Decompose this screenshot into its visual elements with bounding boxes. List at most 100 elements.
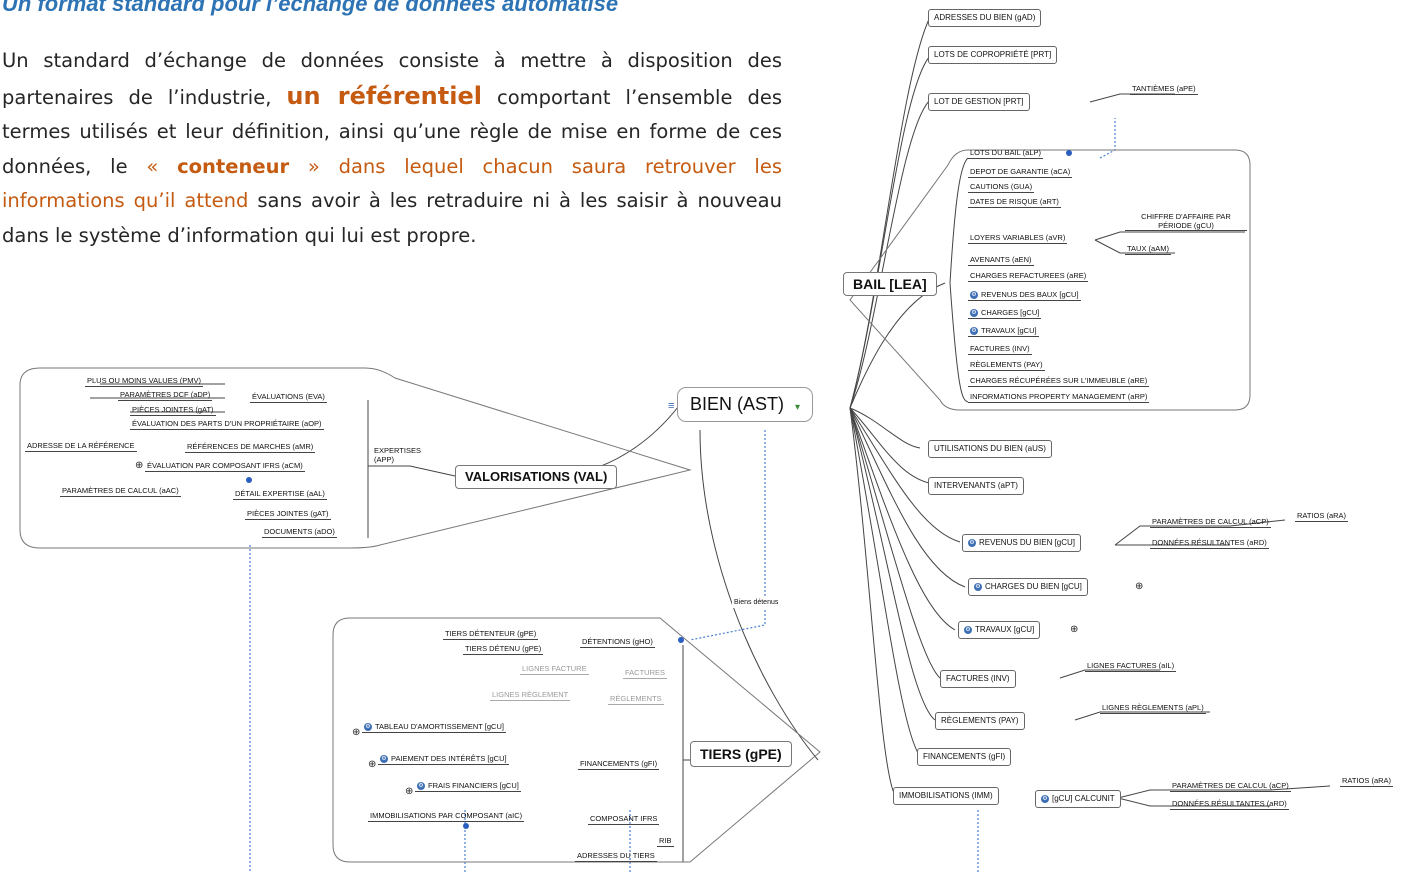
gear-icon: ⚙ xyxy=(970,291,978,300)
intro-text-2: comportant l’ensemble des termes utilisé… xyxy=(2,85,783,178)
chevron-down-icon[interactable]: ▾ xyxy=(795,402,801,413)
bail-item[interactable]: LOYERS VARIABLES (aVR) xyxy=(968,233,1068,244)
val-item-docs[interactable]: DOCUMENTS (aDO) xyxy=(262,527,337,538)
val-item-parts[interactable]: ÉVALUATION DES PARTS D'UN PROPRIÉTAIRE (… xyxy=(130,419,324,430)
val-item-adresse-ref[interactable]: ADRESSE DE LA RÉFÉRENCE xyxy=(25,441,137,452)
node-bail[interactable]: BAIL [LEA] xyxy=(843,272,937,296)
node-calc-params[interactable]: PARAMÈTRES DE CALCUL (aCP) xyxy=(1170,781,1291,792)
tiers-item-tableau[interactable]: ⚙TABLEAU D'AMORTISSEMENT [gCU] xyxy=(362,721,506,733)
val-item-detail[interactable]: DÉTAIL EXPERTISE (aAL) xyxy=(233,489,327,500)
tiers-item-paiement[interactable]: ⚙PAIEMENT DES INTÉRÊTS [gCU] xyxy=(378,753,509,765)
highlight-referentiel: un référentiel xyxy=(286,81,482,110)
tiers-item-detenu[interactable]: TIERS DÉTENU (gPE) xyxy=(463,644,544,655)
node-expertises[interactable]: EXPERTISES (APP) xyxy=(374,446,421,464)
node-calcunit[interactable]: ⚙[gCU] CALCUNIT xyxy=(1035,790,1121,808)
node-tiers[interactable]: TIERS (gPE) xyxy=(690,741,792,767)
bail-item[interactable]: CHARGES RÉCUPÉRÉES SUR L'IMMEUBLE (aRE) xyxy=(968,376,1150,387)
node-calc-ratios[interactable]: RATIOS (aRA) xyxy=(1340,776,1394,787)
link-dot-icon xyxy=(1066,150,1072,156)
node-tantiemes[interactable]: TANTIÈMES (aPE) xyxy=(1130,84,1198,95)
node-revenus-ratios[interactable]: RATIOS (aRA) xyxy=(1295,511,1349,522)
gear-icon: ⚙ xyxy=(964,625,972,634)
tiers-item-composant[interactable]: COMPOSANT IFRS xyxy=(588,814,660,825)
bail-item[interactable]: AVENANTS (aEN) xyxy=(968,255,1034,266)
intro-paragraph: Un standard d’échange de données consist… xyxy=(2,44,782,253)
bail-loyers-child[interactable]: CHIFFRE D'AFFAIRE PAR PÉRIODE (gCU) xyxy=(1125,212,1247,231)
intro-text-3: sans avoir à les retraduire ni à les sai… xyxy=(2,189,782,247)
tiers-item-frais[interactable]: ⚙FRAIS FINANCIERS [gCU] xyxy=(415,780,521,792)
node-travaux[interactable]: ⚙TRAVAUX [gCU] xyxy=(958,621,1041,639)
bail-item[interactable]: ⚙TRAVAUX [gCU] xyxy=(968,325,1039,337)
section-title: Un format standard pour l’échange de don… xyxy=(2,0,619,16)
bail-item[interactable]: ⚙CHARGES [gCU] xyxy=(968,307,1042,319)
gear-icon: ⚙ xyxy=(380,755,388,764)
node-valorisations[interactable]: VALORISATIONS (VAL) xyxy=(455,465,618,489)
node-revenus-params[interactable]: PARAMÈTRES DE CALCUL (aCP) xyxy=(1150,517,1271,528)
tiers-item-lignes-facture[interactable]: LIGNES FACTURE xyxy=(520,664,589,675)
expand-icon[interactable]: ⊕ xyxy=(1135,581,1144,592)
link-label-biens-detenus: Biens détenus xyxy=(732,597,781,608)
intro-text-1: Un standard d’échange de données consist… xyxy=(2,49,782,109)
node-lignes-reglements[interactable]: LIGNES RÈGLEMENTS (aPL) xyxy=(1100,703,1206,714)
gear-icon: ⚙ xyxy=(968,538,976,547)
node-revenus-donnees[interactable]: DONNÉES RÉSULTANTES (aRD) xyxy=(1150,538,1269,549)
bail-item[interactable]: DATES DE RISQUE (aRT) xyxy=(968,197,1061,208)
bail-item[interactable]: FACTURES (INV) xyxy=(968,344,1032,355)
node-charges-du-bien[interactable]: ⚙CHARGES DU BIEN [gCU] xyxy=(968,578,1088,596)
node-intervenants[interactable]: INTERVENANTS (aPT) xyxy=(928,477,1024,495)
highlight-attend: dans lequel chacun saura retrouver les i… xyxy=(2,154,783,213)
val-item-pmv[interactable]: PLUS OU MOINS VALUES (PMV) xyxy=(85,376,204,387)
bail-loyers-child[interactable]: TAUX (aAM) xyxy=(1125,244,1171,255)
expand-icon[interactable]: ⊕ xyxy=(1070,624,1079,635)
expand-icon[interactable]: ⊕ xyxy=(135,460,144,471)
node-utilisations[interactable]: UTILISATIONS DU BIEN (aUS) xyxy=(928,440,1052,458)
bail-item[interactable]: LOTS DU BAIL (aLP) xyxy=(968,148,1043,159)
val-item-pj2[interactable]: PIÈCES JOINTES (gAT) xyxy=(245,509,331,520)
val-item-refs[interactable]: RÉFÉRENCES DE MARCHES (aMR) xyxy=(185,442,316,453)
val-item-dcf[interactable]: PARAMÈTRES DCF (aDP) xyxy=(118,390,213,401)
tiers-item-immob-comp[interactable]: IMMOBILISATIONS PAR COMPOSANT (aIC) xyxy=(368,811,525,822)
link-dot-icon xyxy=(246,477,252,483)
val-item-eva[interactable]: ÉVALUATIONS (EVA) xyxy=(250,392,327,403)
node-factures[interactable]: FACTURES (INV) xyxy=(940,670,1016,688)
gear-icon: ⚙ xyxy=(364,723,372,732)
tiers-item-financements[interactable]: FINANCEMENTS (gFI) xyxy=(578,759,660,770)
link-dot-icon xyxy=(678,637,684,643)
tiers-item-adresses[interactable]: ADRESSES DU TIERS xyxy=(575,851,657,862)
node-adresses-du-bien[interactable]: ADRESSES DU BIEN (gAD) xyxy=(928,9,1042,27)
bail-item[interactable]: RÈGLEMENTS (PAY) xyxy=(968,360,1045,371)
expand-icon[interactable]: ⊕ xyxy=(352,727,361,738)
tiers-item-rib[interactable]: RIB xyxy=(657,836,674,847)
expand-icon[interactable]: ⊕ xyxy=(368,759,377,770)
node-reglements[interactable]: RÈGLEMENTS (PAY) xyxy=(935,712,1025,730)
bail-item[interactable]: INFORMATIONS PROPERTY MANAGEMENT (aRP) xyxy=(968,392,1150,403)
node-lot-de-gestion[interactable]: LOT DE GESTION [PRT] xyxy=(928,93,1030,111)
tiers-item-factures[interactable]: FACTURES xyxy=(623,668,668,679)
val-item-pj[interactable]: PIÈCES JOINTES (gAT) xyxy=(130,405,216,416)
bail-item[interactable]: ⚙REVENUS DES BAUX [gCU] xyxy=(968,289,1081,301)
root-node-bien[interactable]: ≡ BIEN (AST) ▾ xyxy=(668,387,814,422)
tiers-item-reglements[interactable]: RÈGLEMENTS xyxy=(608,694,664,705)
node-revenus-du-bien[interactable]: ⚙REVENUS DU BIEN [gCU] xyxy=(962,534,1082,552)
expand-icon[interactable]: ⊕ xyxy=(405,786,414,797)
tiers-item-detentions[interactable]: DÉTENTIONS (gHO) xyxy=(580,637,655,648)
node-financements[interactable]: FINANCEMENTS (gFI) xyxy=(917,748,1012,766)
link-dot-icon xyxy=(463,823,469,829)
val-item-params[interactable]: PARAMÈTRES DE CALCUL (aAC) xyxy=(60,486,181,497)
highlight-conteneur: « conteneur » xyxy=(146,154,320,178)
gear-icon: ⚙ xyxy=(417,782,425,791)
node-lots-copropriete[interactable]: LOTS DE COPROPRIÉTÉ [PRT] xyxy=(928,46,1058,64)
note-icon: ≡ xyxy=(668,400,675,412)
val-item-ifrs[interactable]: ÉVALUATION PAR COMPOSANT IFRS (aCM) xyxy=(145,461,305,472)
tiers-item-lignes-reglement[interactable]: LIGNES RÈGLEMENT xyxy=(490,690,571,701)
node-lignes-factures[interactable]: LIGNES FACTURES (aIL) xyxy=(1085,661,1177,672)
tiers-item-detenteur[interactable]: TIERS DÉTENTEUR (gPE) xyxy=(443,629,539,640)
gear-icon: ⚙ xyxy=(970,309,978,318)
gear-icon: ⚙ xyxy=(974,582,982,591)
bail-item[interactable]: CHARGES REFACTUREES (aRE) xyxy=(968,271,1089,282)
bail-item[interactable]: CAUTIONS (GUA) xyxy=(968,182,1035,193)
node-immobilisations[interactable]: IMMOBILISATIONS (IMM) xyxy=(893,787,999,805)
gear-icon: ⚙ xyxy=(970,327,978,336)
node-calc-donnees[interactable]: DONNÉES RÉSULTANTES (aRD) xyxy=(1170,799,1289,810)
bail-item[interactable]: DEPOT DE GARANTIE (aCA) xyxy=(968,167,1073,178)
